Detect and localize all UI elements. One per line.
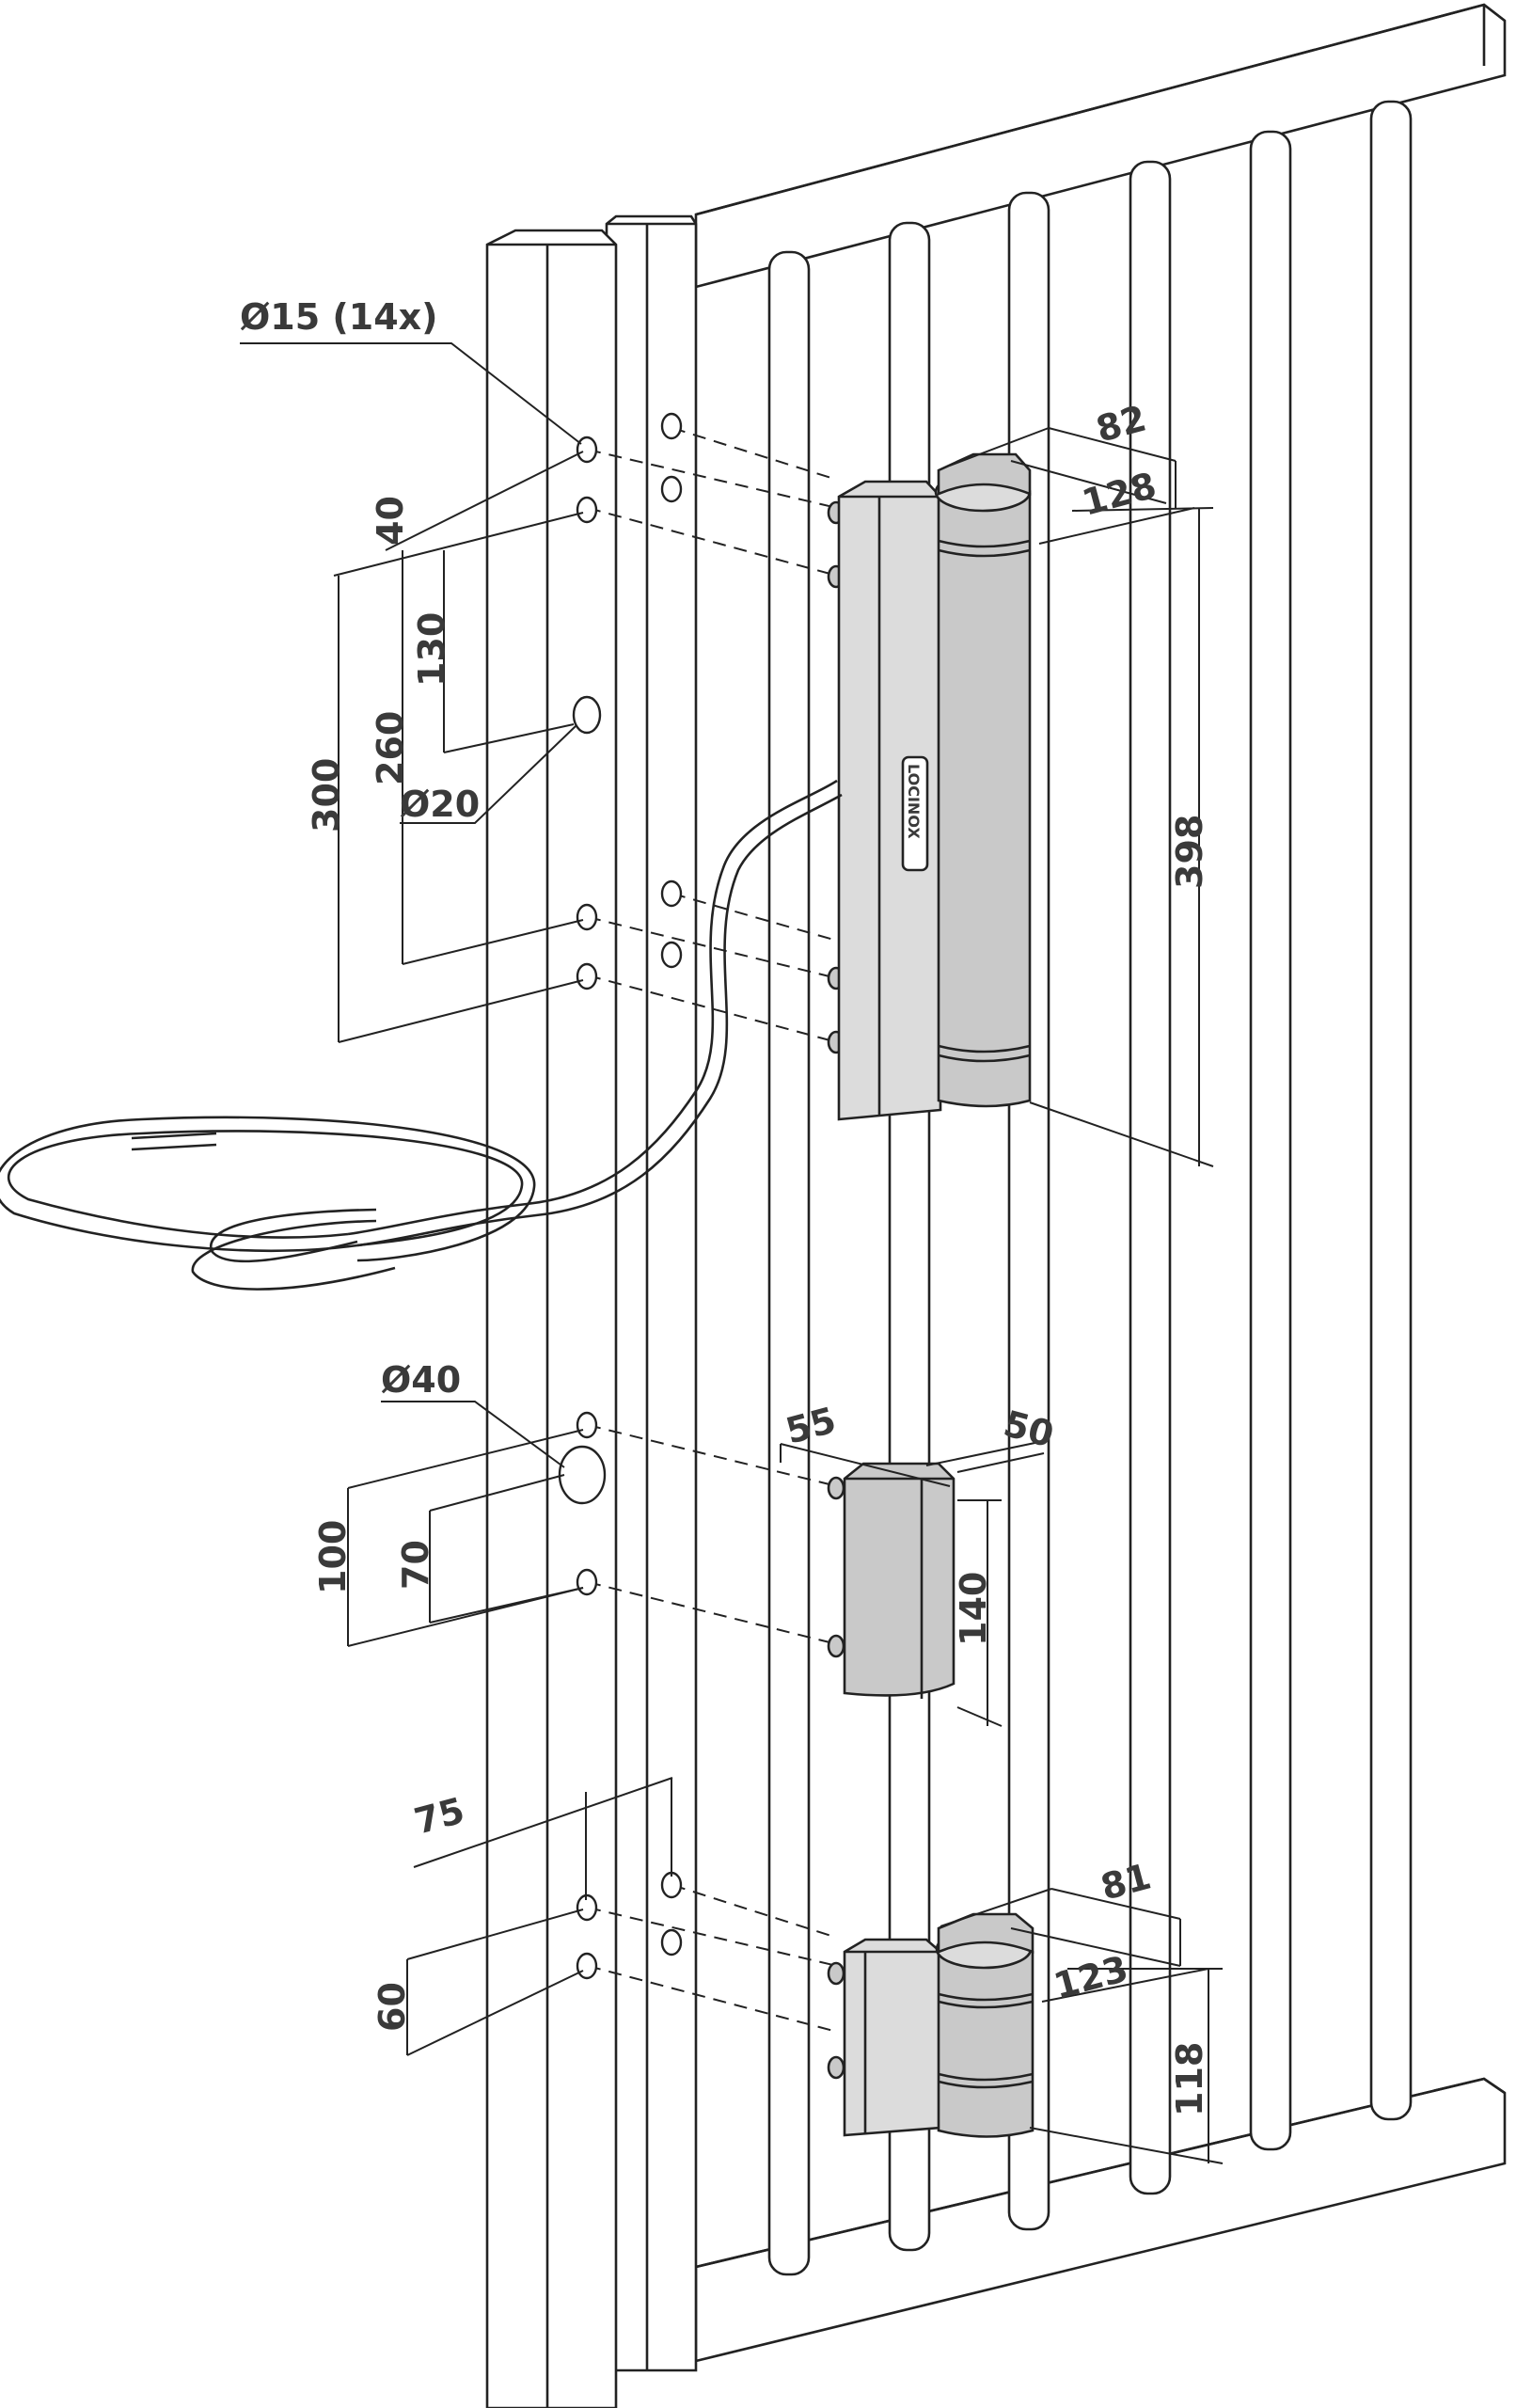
label-hole-diameter-count: Ø15 (14x): [240, 296, 438, 338]
label-dim-40: 40: [370, 496, 411, 546]
label-dim-75: 75: [410, 1790, 468, 1843]
dimension-lines: [240, 342, 1224, 2164]
drill-holes: [558, 412, 683, 1980]
label-hole-d40: Ø40: [381, 1359, 461, 1401]
brand-logo: LOCINOX: [905, 764, 923, 839]
fence-post: [485, 229, 618, 2408]
label-dim-130: 130: [411, 612, 452, 687]
label-dim-60: 60: [371, 1982, 413, 2032]
label-dim-70: 70: [395, 1540, 436, 1590]
lower-hinge-assembly: [587, 1884, 1034, 2138]
cable-coil: [0, 779, 843, 1291]
dimension-labels: Ø15 (14x) 40 130 260 300 Ø20 82 128 398 …: [240, 296, 1210, 2116]
label-dim-100: 100: [312, 1520, 354, 1594]
middle-hinge-assembly: [587, 1424, 956, 1699]
label-dim-260: 260: [370, 711, 411, 785]
upper-hinge-assembly: LOCINOX: [587, 427, 1032, 1121]
label-dim-300: 300: [306, 758, 347, 832]
label-dim-123: 123: [1050, 1948, 1132, 2007]
label-hole-d20: Ø20: [400, 784, 480, 825]
label-dim-398: 398: [1169, 815, 1210, 889]
label-dim-118: 118: [1169, 2042, 1210, 2116]
label-dim-140: 140: [953, 1572, 994, 1646]
gate-frame: [605, 3, 1507, 2372]
